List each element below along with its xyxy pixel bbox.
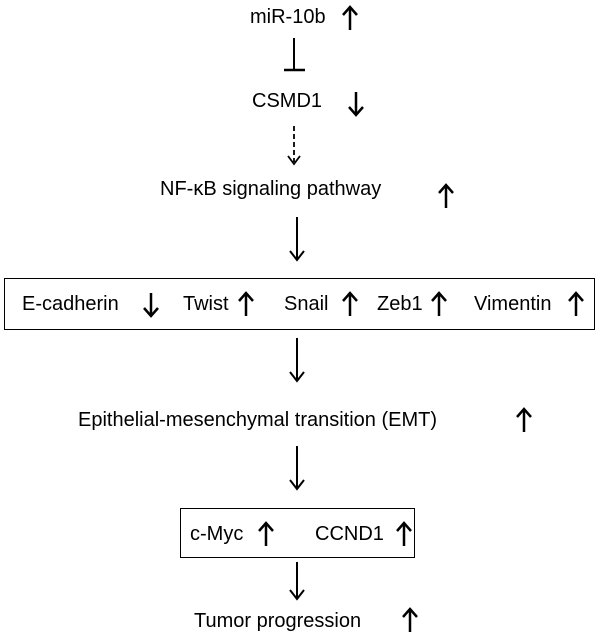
c-myc-label: c-Myc [190, 523, 244, 545]
mir-10b-label: miR-10b [250, 6, 326, 28]
twist-label: Twist [183, 293, 229, 315]
ccnd1-up-arrow-icon [396, 521, 412, 546]
snail-label: Snail [284, 293, 329, 315]
activation-arrow [289, 446, 305, 491]
inhibition-connector [284, 38, 305, 72]
activation-arrow [289, 338, 305, 383]
target-genes-box [180, 508, 415, 558]
e-cadherin-label: E-cadherin [22, 293, 119, 315]
zeb1-label: Zeb1 [377, 293, 423, 315]
nfkb-up-arrow-icon [438, 183, 454, 208]
emt-markers-box [4, 278, 595, 330]
dashed-activation-arrow [287, 126, 301, 166]
csmd1-down-arrow-icon [348, 92, 364, 117]
zeb1-up-arrow-icon [431, 291, 447, 316]
snail-up-arrow-icon [342, 291, 358, 316]
activation-arrow [289, 562, 305, 601]
c-myc-up-arrow-icon [258, 521, 274, 546]
csmd1-label: CSMD1 [252, 90, 323, 112]
ccnd1-label: CCND1 [315, 523, 384, 545]
vimentin-up-arrow-icon [568, 291, 584, 316]
emt-up-arrow-icon [516, 407, 532, 432]
activation-arrow [289, 217, 305, 262]
vimentin-label: Vimentin [474, 293, 552, 315]
emt-label: Epithelial-mesenchymal transition (EMT) [78, 409, 438, 431]
mir-10b-up-arrow-icon [342, 5, 358, 30]
nfkb-label: NF-κB signaling pathway [160, 178, 382, 200]
tumor-progression-label: Tumor progression [194, 610, 362, 632]
twist-up-arrow-icon [238, 291, 254, 316]
e-cadherin-down-arrow-icon [143, 293, 159, 318]
tumor-progression-up-arrow-icon [402, 607, 418, 632]
